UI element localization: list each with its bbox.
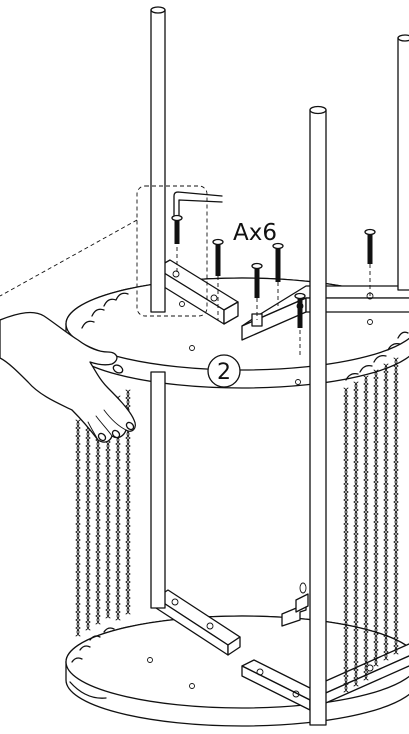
rope-strand (354, 381, 359, 687)
screw-head (364, 228, 376, 236)
rope-bundle-right (343, 357, 399, 693)
rope-strand (363, 375, 368, 681)
rope-strand (96, 407, 101, 625)
step-number-badge: 2 (207, 354, 241, 388)
rope-strand (393, 357, 398, 655)
step-number: 2 (217, 360, 231, 385)
center-plate (281, 582, 309, 627)
screw-shaft (215, 244, 221, 276)
rope-strand (85, 413, 90, 631)
rope-strand (394, 357, 399, 655)
rope-strand (383, 363, 388, 661)
rope-strand (374, 369, 379, 667)
leg-front (309, 105, 327, 726)
screw-count-label: Ax6 (233, 220, 277, 246)
rope-strand (364, 375, 369, 681)
rope-strand (75, 419, 80, 637)
top-bracket-right (241, 285, 409, 341)
hand-illustration (0, 311, 136, 443)
screw-head (171, 214, 183, 222)
screw-shaft (174, 220, 180, 244)
leg-back-left (150, 6, 166, 609)
rope-strand (353, 381, 358, 687)
allen-key-icon (173, 191, 223, 216)
screw-shaft (254, 268, 260, 298)
screw-head (212, 238, 224, 246)
screw-shaft (297, 298, 303, 328)
screw-shaft (367, 234, 373, 264)
screw-guide-lines (176, 240, 371, 356)
rope-strand (373, 369, 378, 667)
rope-strand (344, 387, 349, 693)
screw-head (294, 292, 306, 300)
screw-head (251, 262, 263, 270)
leg-back-right (397, 34, 409, 291)
bottom-bracket-left (155, 589, 241, 656)
screw-shaft (275, 248, 281, 282)
detail-callout (0, 185, 208, 317)
rope-strand (95, 407, 100, 625)
rope-strand (76, 419, 81, 637)
rope-strand (86, 413, 91, 631)
top-hooks (81, 292, 409, 381)
rope-strand (343, 387, 348, 693)
screws (171, 214, 376, 328)
rope-strand (384, 363, 389, 661)
rope-bundle-left (75, 389, 131, 637)
